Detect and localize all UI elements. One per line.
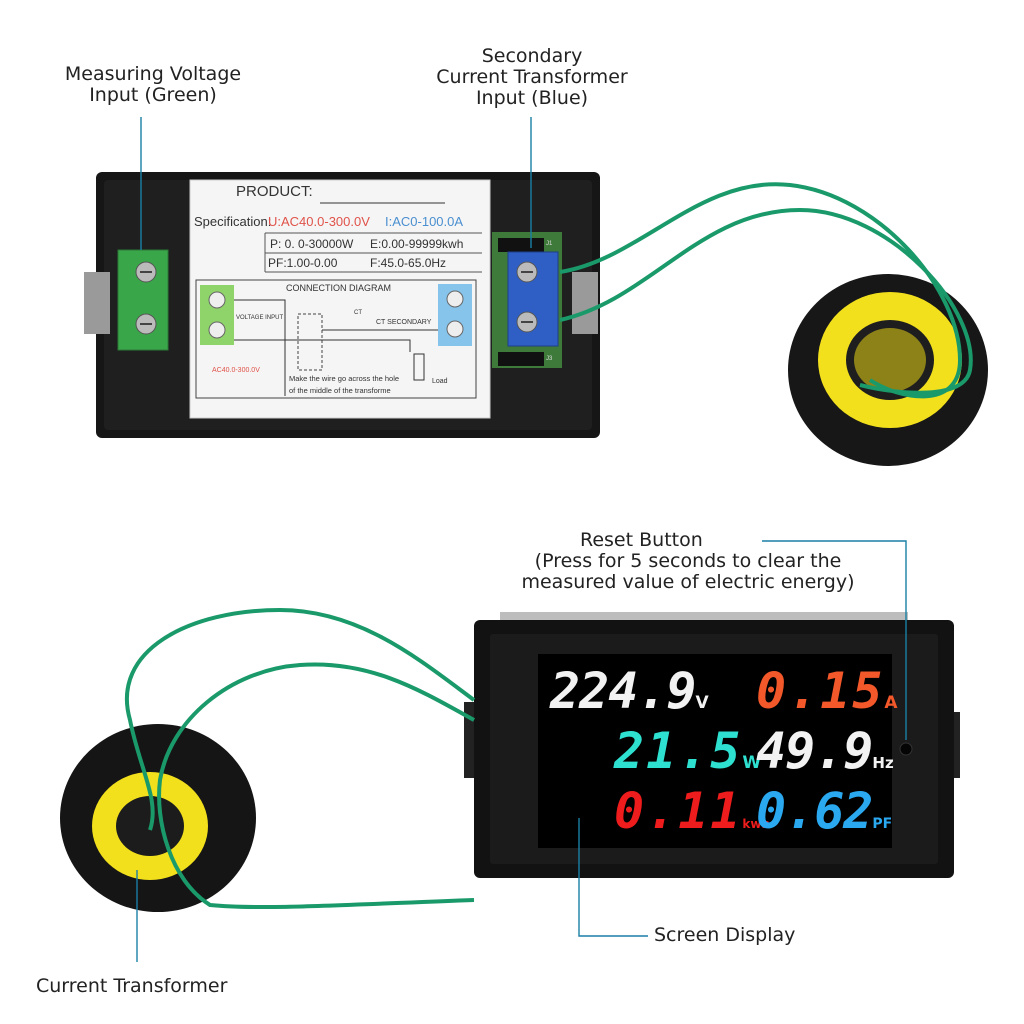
label-freq-range: F:45.0-65.0Hz <box>370 256 447 270</box>
screen-display <box>538 654 892 848</box>
label-energy-range: E:0.00-99999kwh <box>370 237 464 251</box>
frequency-unit: Hz <box>872 754 894 772</box>
label-power-range: P: 0. 0-30000W <box>270 237 354 251</box>
diagram-load <box>413 353 425 381</box>
wire-top-1 <box>559 182 963 399</box>
callout-reset-line2: (Press for 5 seconds to clear the <box>534 550 842 572</box>
reading-power: 21.5W <box>614 722 761 780</box>
label-wire-note-1: Make the wire go across the hole <box>289 374 400 383</box>
callout-screen: Screen Display <box>654 924 796 946</box>
current-value: 0.15 <box>756 662 885 720</box>
power-factor-value: 0.62 <box>756 782 873 840</box>
callout-reset: Reset Button (Press for 5 seconds to cle… <box>498 530 878 593</box>
voltage-unit: V <box>695 693 709 713</box>
pin-label-j3: J3 <box>546 356 553 362</box>
reading-current: 0.15A <box>756 662 898 720</box>
callout-reset-line3: measured value of electric energy) <box>521 571 855 593</box>
label-diagram-title: CONNECTION DIAGRAM <box>286 283 392 293</box>
bottom-current-transformer <box>60 724 256 912</box>
frequency-value: 49.9 <box>756 722 873 780</box>
callout-ct-input-line2: Current Transformer <box>436 66 628 88</box>
callout-voltage-input-line2: Input (Green) <box>89 84 217 106</box>
energy-unit: kwh <box>742 817 771 831</box>
power-factor-unit: PF <box>872 816 893 832</box>
current-unit: A <box>884 693 898 713</box>
voltage-input-terminal <box>117 249 169 351</box>
label-ct-secondary-tag: CT SECONDARY <box>376 319 432 326</box>
wire-bottom-2 <box>157 662 475 910</box>
leader-reset <box>762 540 907 740</box>
label-product: PRODUCT: <box>236 183 313 200</box>
label-wire-note-2: of the middle of the transforme <box>289 386 391 395</box>
label-ct-tag: CT <box>354 310 362 316</box>
callout-reset-line1: Reset Button <box>580 529 703 551</box>
label-ac-note: AC40.0-300.0V <box>212 367 260 374</box>
wire-top-2 <box>559 207 973 395</box>
callout-ct-input-line3: Input (Blue) <box>475 87 589 109</box>
wire-bottom-1 <box>125 607 476 831</box>
display-readings: 224.9V 0.15A 21.5W 49.9Hz 0.11kwh 0.62PF <box>544 660 898 842</box>
callout-ct-input-line1: Secondary <box>481 45 583 67</box>
power-unit: W <box>742 753 762 773</box>
callout-voltage-input: Measuring Voltage Input (Green) <box>40 64 266 106</box>
diagram-ct-symbol <box>297 313 323 371</box>
label-voltage-range: U:AC40.0-300.0V <box>268 214 370 229</box>
ct-input-terminal <box>507 251 559 347</box>
label-load-tag: Load <box>432 378 448 385</box>
label-current-range: I:AC0-100.0A <box>385 214 464 229</box>
mounting-clip-right <box>572 272 598 334</box>
reset-button-dot <box>899 742 913 756</box>
callout-transformer: Current Transformer <box>36 975 228 997</box>
label-spec: Specification: <box>194 214 272 229</box>
mounting-clip-left <box>84 272 110 334</box>
callout-voltage-input-line1: Measuring Voltage <box>64 63 242 85</box>
callout-ct-input: Secondary Current Transformer Input (Blu… <box>412 46 652 109</box>
label-pf-range: PF:1.00-0.00 <box>268 256 338 270</box>
leader-screen <box>578 818 648 937</box>
reading-energy: 0.11kwh <box>614 782 770 840</box>
reading-frequency: 49.9Hz <box>756 722 894 780</box>
reading-power-factor: 0.62PF <box>756 782 892 840</box>
label-voltage-input-tag: VOLTAGE INPUT <box>236 315 284 321</box>
reading-voltage: 224.9V <box>550 662 709 720</box>
pin-label-j1: J1 <box>546 241 553 247</box>
voltage-value: 224.9 <box>550 662 697 720</box>
power-value: 21.5 <box>614 722 743 780</box>
energy-value: 0.11 <box>614 782 743 840</box>
